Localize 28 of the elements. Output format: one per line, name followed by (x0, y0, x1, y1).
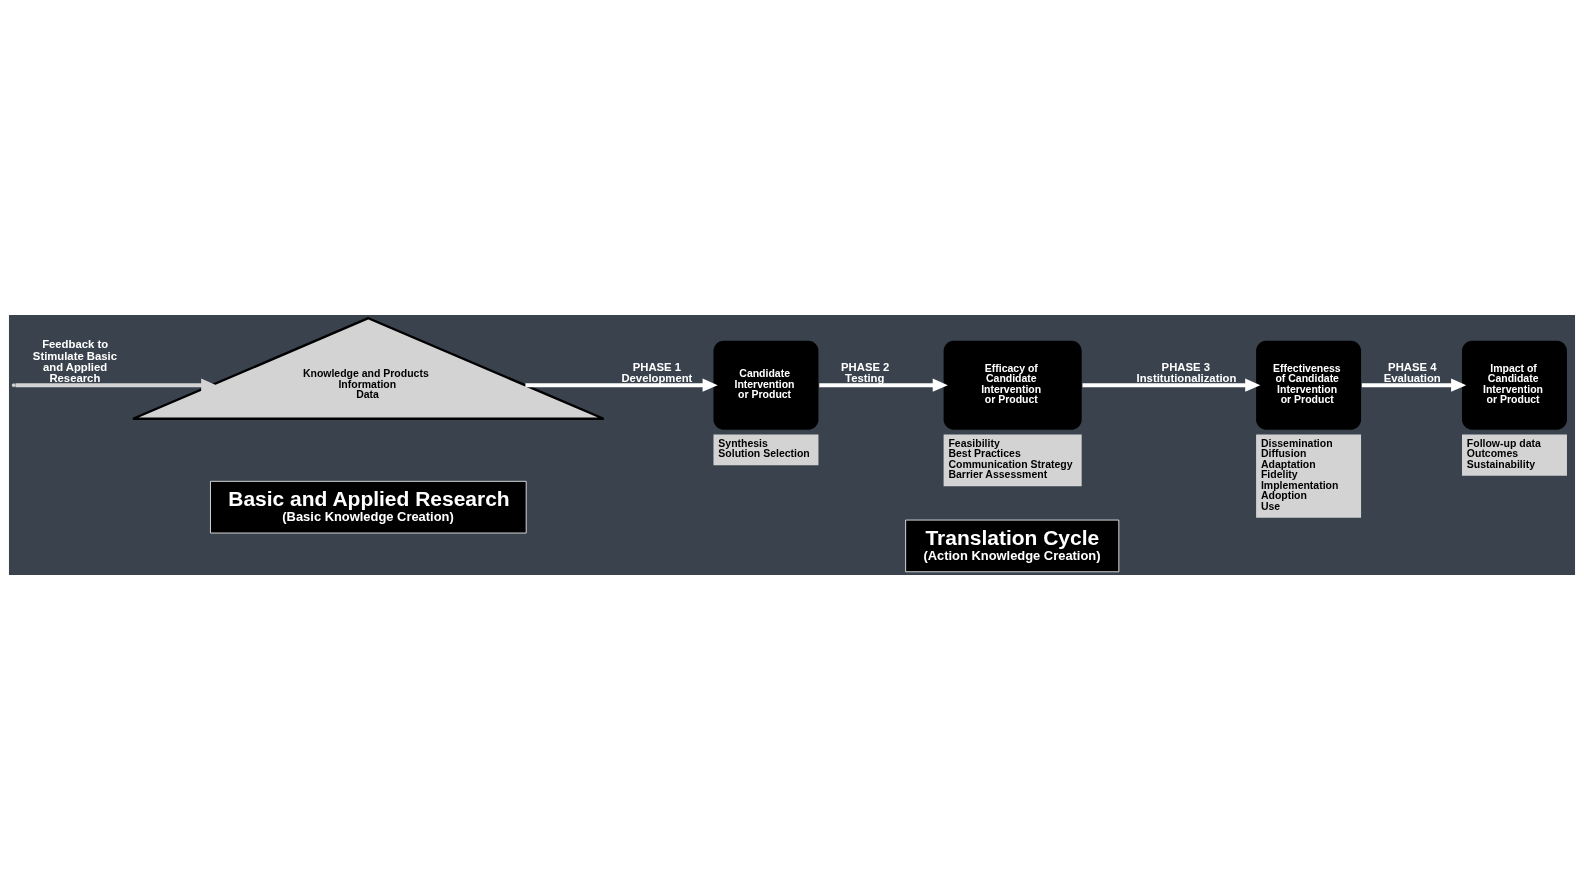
node-label: Dissemination (1260, 437, 1333, 449)
arrow (1082, 378, 1261, 392)
node-label: Solution Selection (718, 448, 810, 460)
node-label: Follow-up data (1466, 437, 1541, 449)
node-label: Use (1260, 500, 1281, 512)
node-label: Outcomes (1466, 448, 1519, 460)
node-label: Communication Strategy (948, 458, 1073, 470)
edge-label: PHASE 3 Institutionalization (1136, 360, 1237, 385)
node-label: Adaptation (1260, 458, 1316, 470)
node-label: Diffusion (1260, 448, 1307, 460)
edge-label: PHASE 1 Development (621, 360, 693, 385)
arrow (819, 378, 948, 392)
node-label: Synthesis (718, 437, 768, 449)
arrow (525, 378, 718, 392)
edge-label: PHASE 2 Testing (841, 360, 890, 385)
node-label: Implementation (1260, 479, 1339, 491)
node-label: Sustainability (1466, 458, 1536, 470)
node-label: Adoption (1260, 490, 1307, 502)
arrow (15, 378, 217, 392)
node-box: Translation Cycle (Action Knowledge Creation) (905, 519, 1120, 573)
edge-label: Feedback to Stimulate Basic and Applied Research (32, 338, 118, 385)
node-label: Best Practices (948, 448, 1021, 460)
edge-label: PHASE 4 Evaluation (1383, 360, 1441, 385)
node-label: Fidelity (1260, 469, 1298, 481)
arrow (1361, 378, 1467, 392)
node-label: Feasibility (948, 437, 1000, 449)
node-label: Barrier Assessment (948, 469, 1048, 481)
node-box: Basic and Applied Research (Basic Knowledge Creation) (210, 480, 527, 534)
